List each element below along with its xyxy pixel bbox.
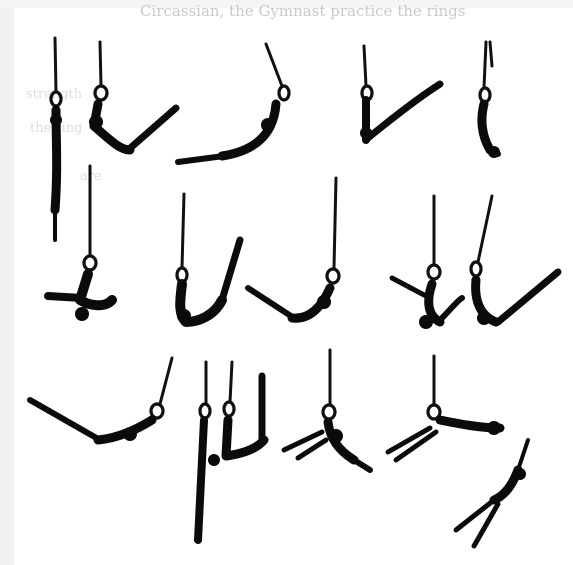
- bleed-text-line-1: Circassian, the Gymnast practice the rin…: [140, 2, 465, 20]
- scan-shadow-left: [0, 0, 14, 565]
- bleed-text-line-2: strength: [26, 87, 83, 102]
